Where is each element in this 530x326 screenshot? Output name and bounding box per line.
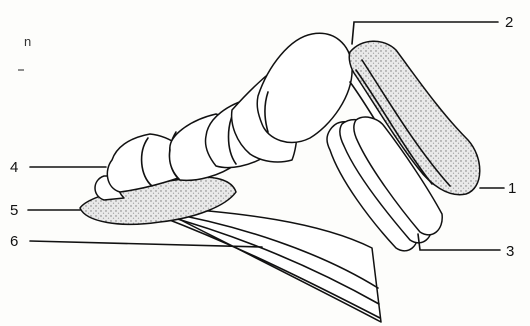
ray-bands [155, 207, 381, 322]
label-5: 5 [10, 202, 18, 219]
corner-mark: n [24, 34, 31, 49]
label-1: 1 [508, 180, 516, 197]
label-3: 3 [506, 243, 514, 260]
label-6: 6 [10, 233, 18, 250]
label-4: 4 [10, 159, 18, 176]
label-2: 2 [505, 14, 513, 31]
